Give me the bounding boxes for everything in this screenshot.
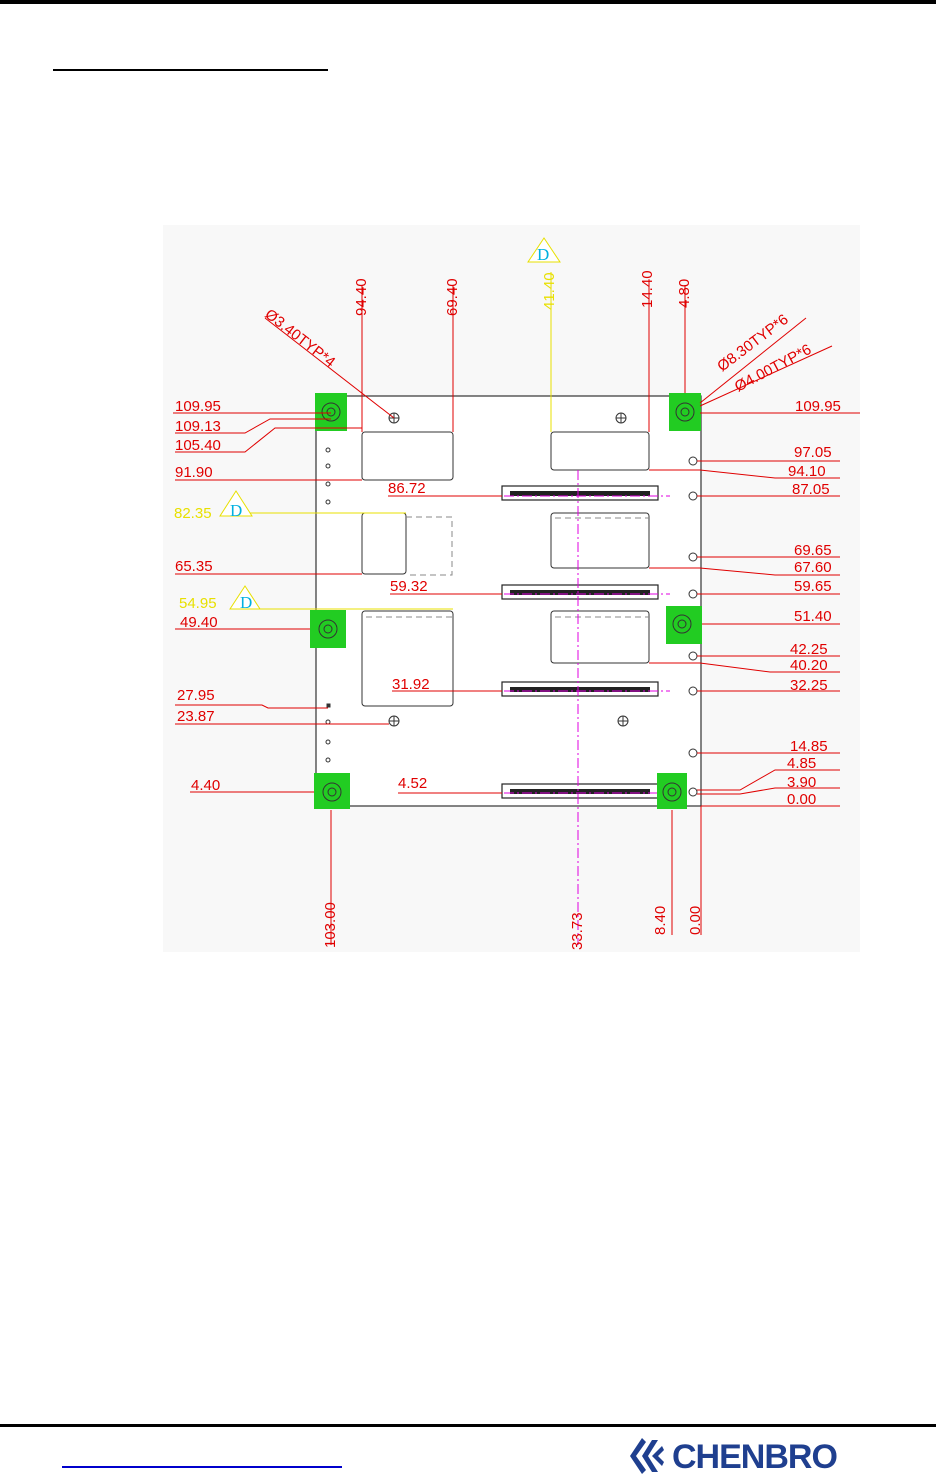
dim-right-67-60: 67.60 [794,559,832,576]
dim-left-91-90: 91.90 [175,464,213,481]
dim-connector-59-32: 59.32 [390,578,428,595]
dim-right-51-40: 51.40 [794,608,832,625]
dim-left-4-40: 4.40 [191,777,220,794]
dim-datum-54-95: 54.95 [179,595,217,612]
crosshair-hole-icon [617,715,629,727]
dim-right-59-65: 59.65 [794,578,832,595]
mount-pad-icon [310,610,346,648]
dim-left-65-35: 65.35 [175,558,213,575]
dim-top-94-40: 94.40 [353,278,370,316]
dim-left-105-40: 105.40 [175,437,221,454]
top-rule [0,0,936,4]
datum-triangle-icon: D [527,237,561,264]
datum-leaders [250,272,552,610]
dim-left-49-40: 49.40 [180,614,218,631]
centerlines [486,470,670,945]
dim-right-42-25: 42.25 [790,641,828,658]
bottom-rule [0,1424,936,1427]
dim-right-87-05: 87.05 [792,481,830,498]
chenbro-logo: CHENBRO [630,1438,838,1476]
dim-connector-86-72: 86.72 [388,480,426,497]
connector-1 [501,485,659,501]
dim-bottom-33-73: 33.73 [569,912,586,950]
dim-left-23-87: 23.87 [177,708,215,725]
datum-triangle-icon: D [229,585,261,612]
dim-bottom-8-40: 8.40 [652,906,669,935]
connector-4 [501,783,659,799]
mount-pad-icon [315,393,347,431]
dimension-leaders [173,285,860,945]
dim-right-3-90: 3.90 [787,774,816,791]
datum-markers: D D D [219,237,561,612]
datum-letter: D [537,245,549,264]
footer-link-underline[interactable] [62,1466,342,1468]
connector-2 [501,584,659,600]
mount-pad-icon [314,773,350,809]
dim-left-109-95: 109.95 [175,398,221,415]
datum-letter: D [240,593,252,612]
small-holes [325,412,698,797]
dim-right-4-85: 4.85 [787,755,816,772]
mount-pad-icon [657,773,687,809]
crosshair-hole-icon [615,412,627,424]
dim-right-94-10: 94.10 [788,463,826,480]
dim-right-109-95: 109.95 [795,398,841,415]
component-blocks [361,431,650,707]
dim-right-69-65: 69.65 [794,542,832,559]
dim-right-97-05: 97.05 [794,444,832,461]
logo-wordmark: CHENBRO [672,1438,837,1476]
dim-connector-4-52: 4.52 [398,775,427,792]
dim-right-40-20: 40.20 [790,657,828,674]
chenbro-logo-icon [630,1438,664,1474]
dim-right-14-85: 14.85 [790,738,828,755]
dim-right-0-00: 0.00 [787,791,816,808]
section-title-underline [53,69,328,71]
dim-datum-82-35: 82.35 [174,505,212,522]
dim-top-69-40: 69.40 [444,278,461,316]
connector-3 [501,681,659,697]
dim-left-109-13: 109.13 [175,418,221,435]
dim-top-4-80: 4.80 [676,279,693,308]
dim-bottom-0-00: 0.00 [687,906,704,935]
datum-letter: D [230,501,242,520]
datum-triangle-icon: D [219,490,253,520]
mount-pads [310,393,702,809]
dashed-component-outlines [366,516,649,618]
dim-left-27-95: 27.95 [177,687,215,704]
dim-top-14-40: 14.40 [639,270,656,308]
crosshair-hole-icon [388,715,400,727]
dim-bottom-103-00: 103.00 [322,902,339,948]
dim-datum-41-40: 41.40 [541,272,558,310]
dim-right-32-25: 32.25 [790,677,828,694]
dim-connector-31-92: 31.92 [392,676,430,693]
mount-pad-icon [669,393,701,431]
mount-pad-icon [666,606,702,644]
